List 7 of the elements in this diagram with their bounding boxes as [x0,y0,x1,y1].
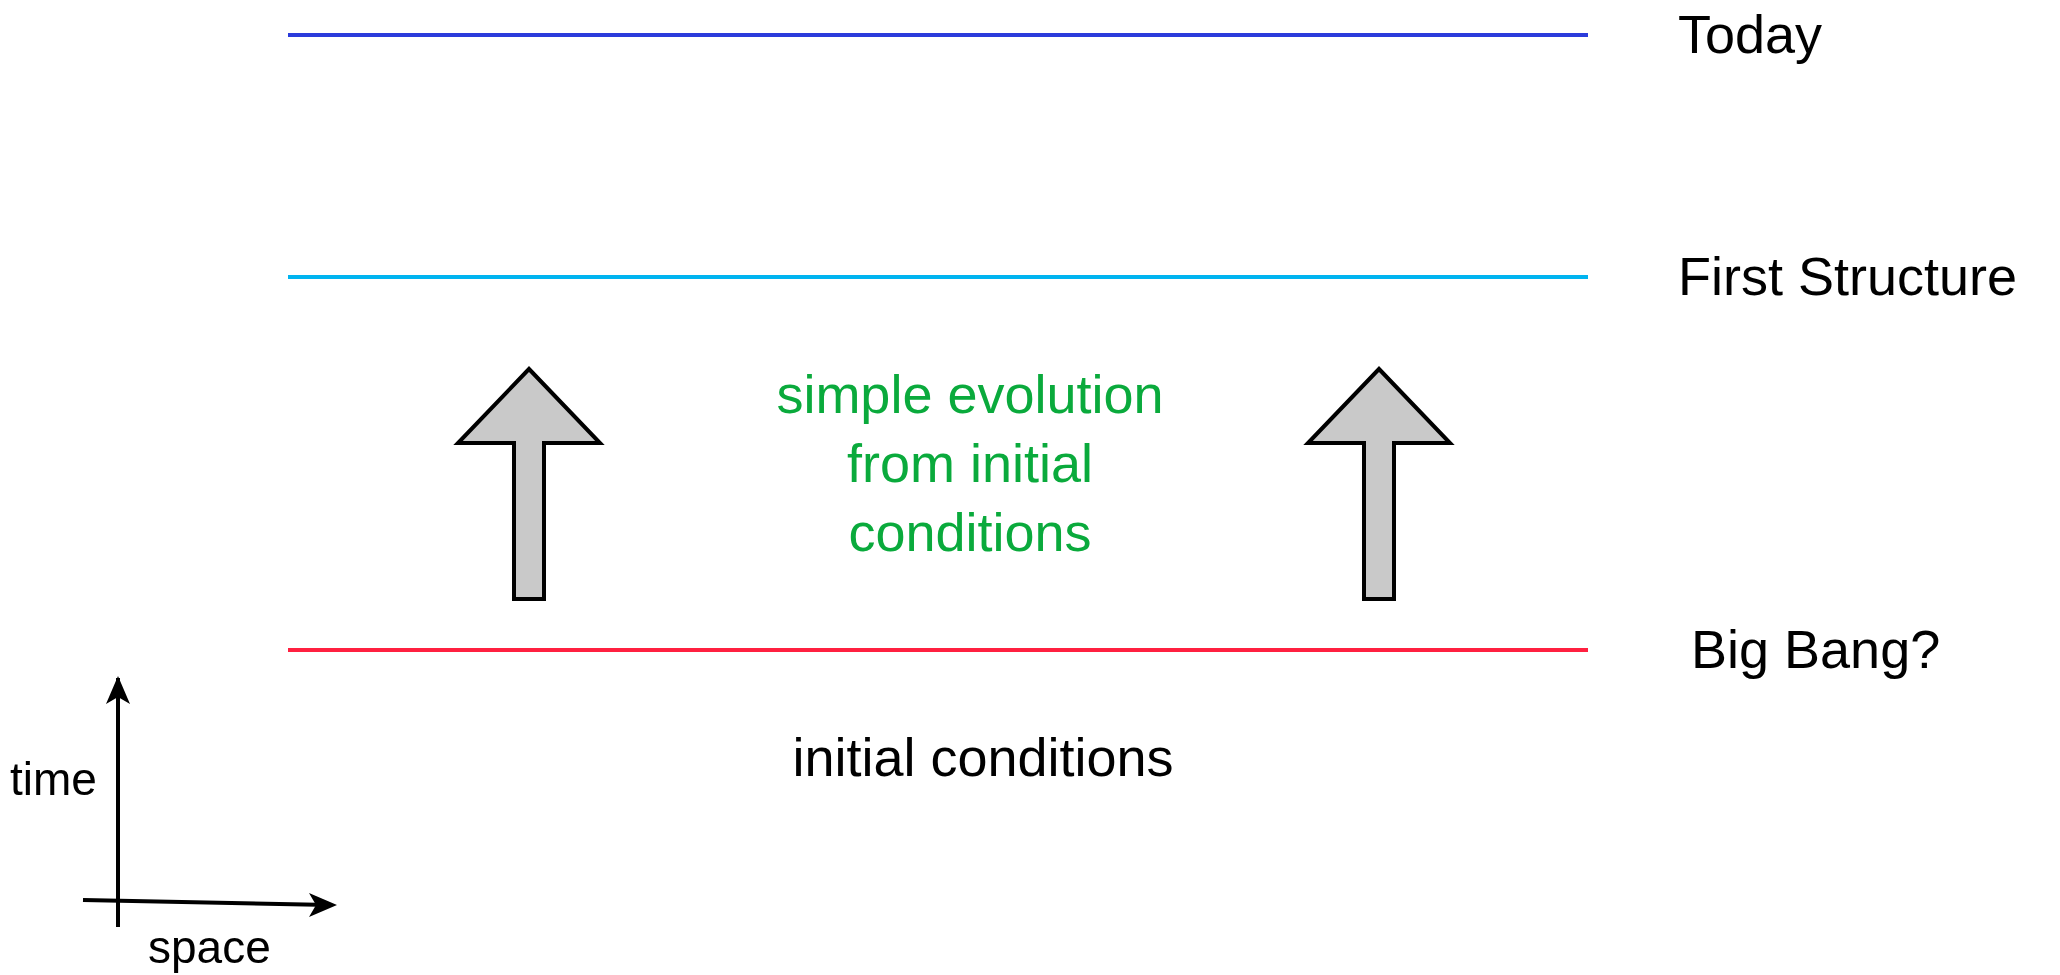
line-label: Big Bang? [1691,620,1941,680]
caption-text: initial conditions [791,726,1175,789]
line-label: First Structure [1678,247,2018,307]
caption-text: simple evolution from initial conditions [775,363,1165,565]
axis-label: time [10,752,98,807]
axis-label: space [148,920,272,975]
line-label: Today [1678,5,1823,65]
